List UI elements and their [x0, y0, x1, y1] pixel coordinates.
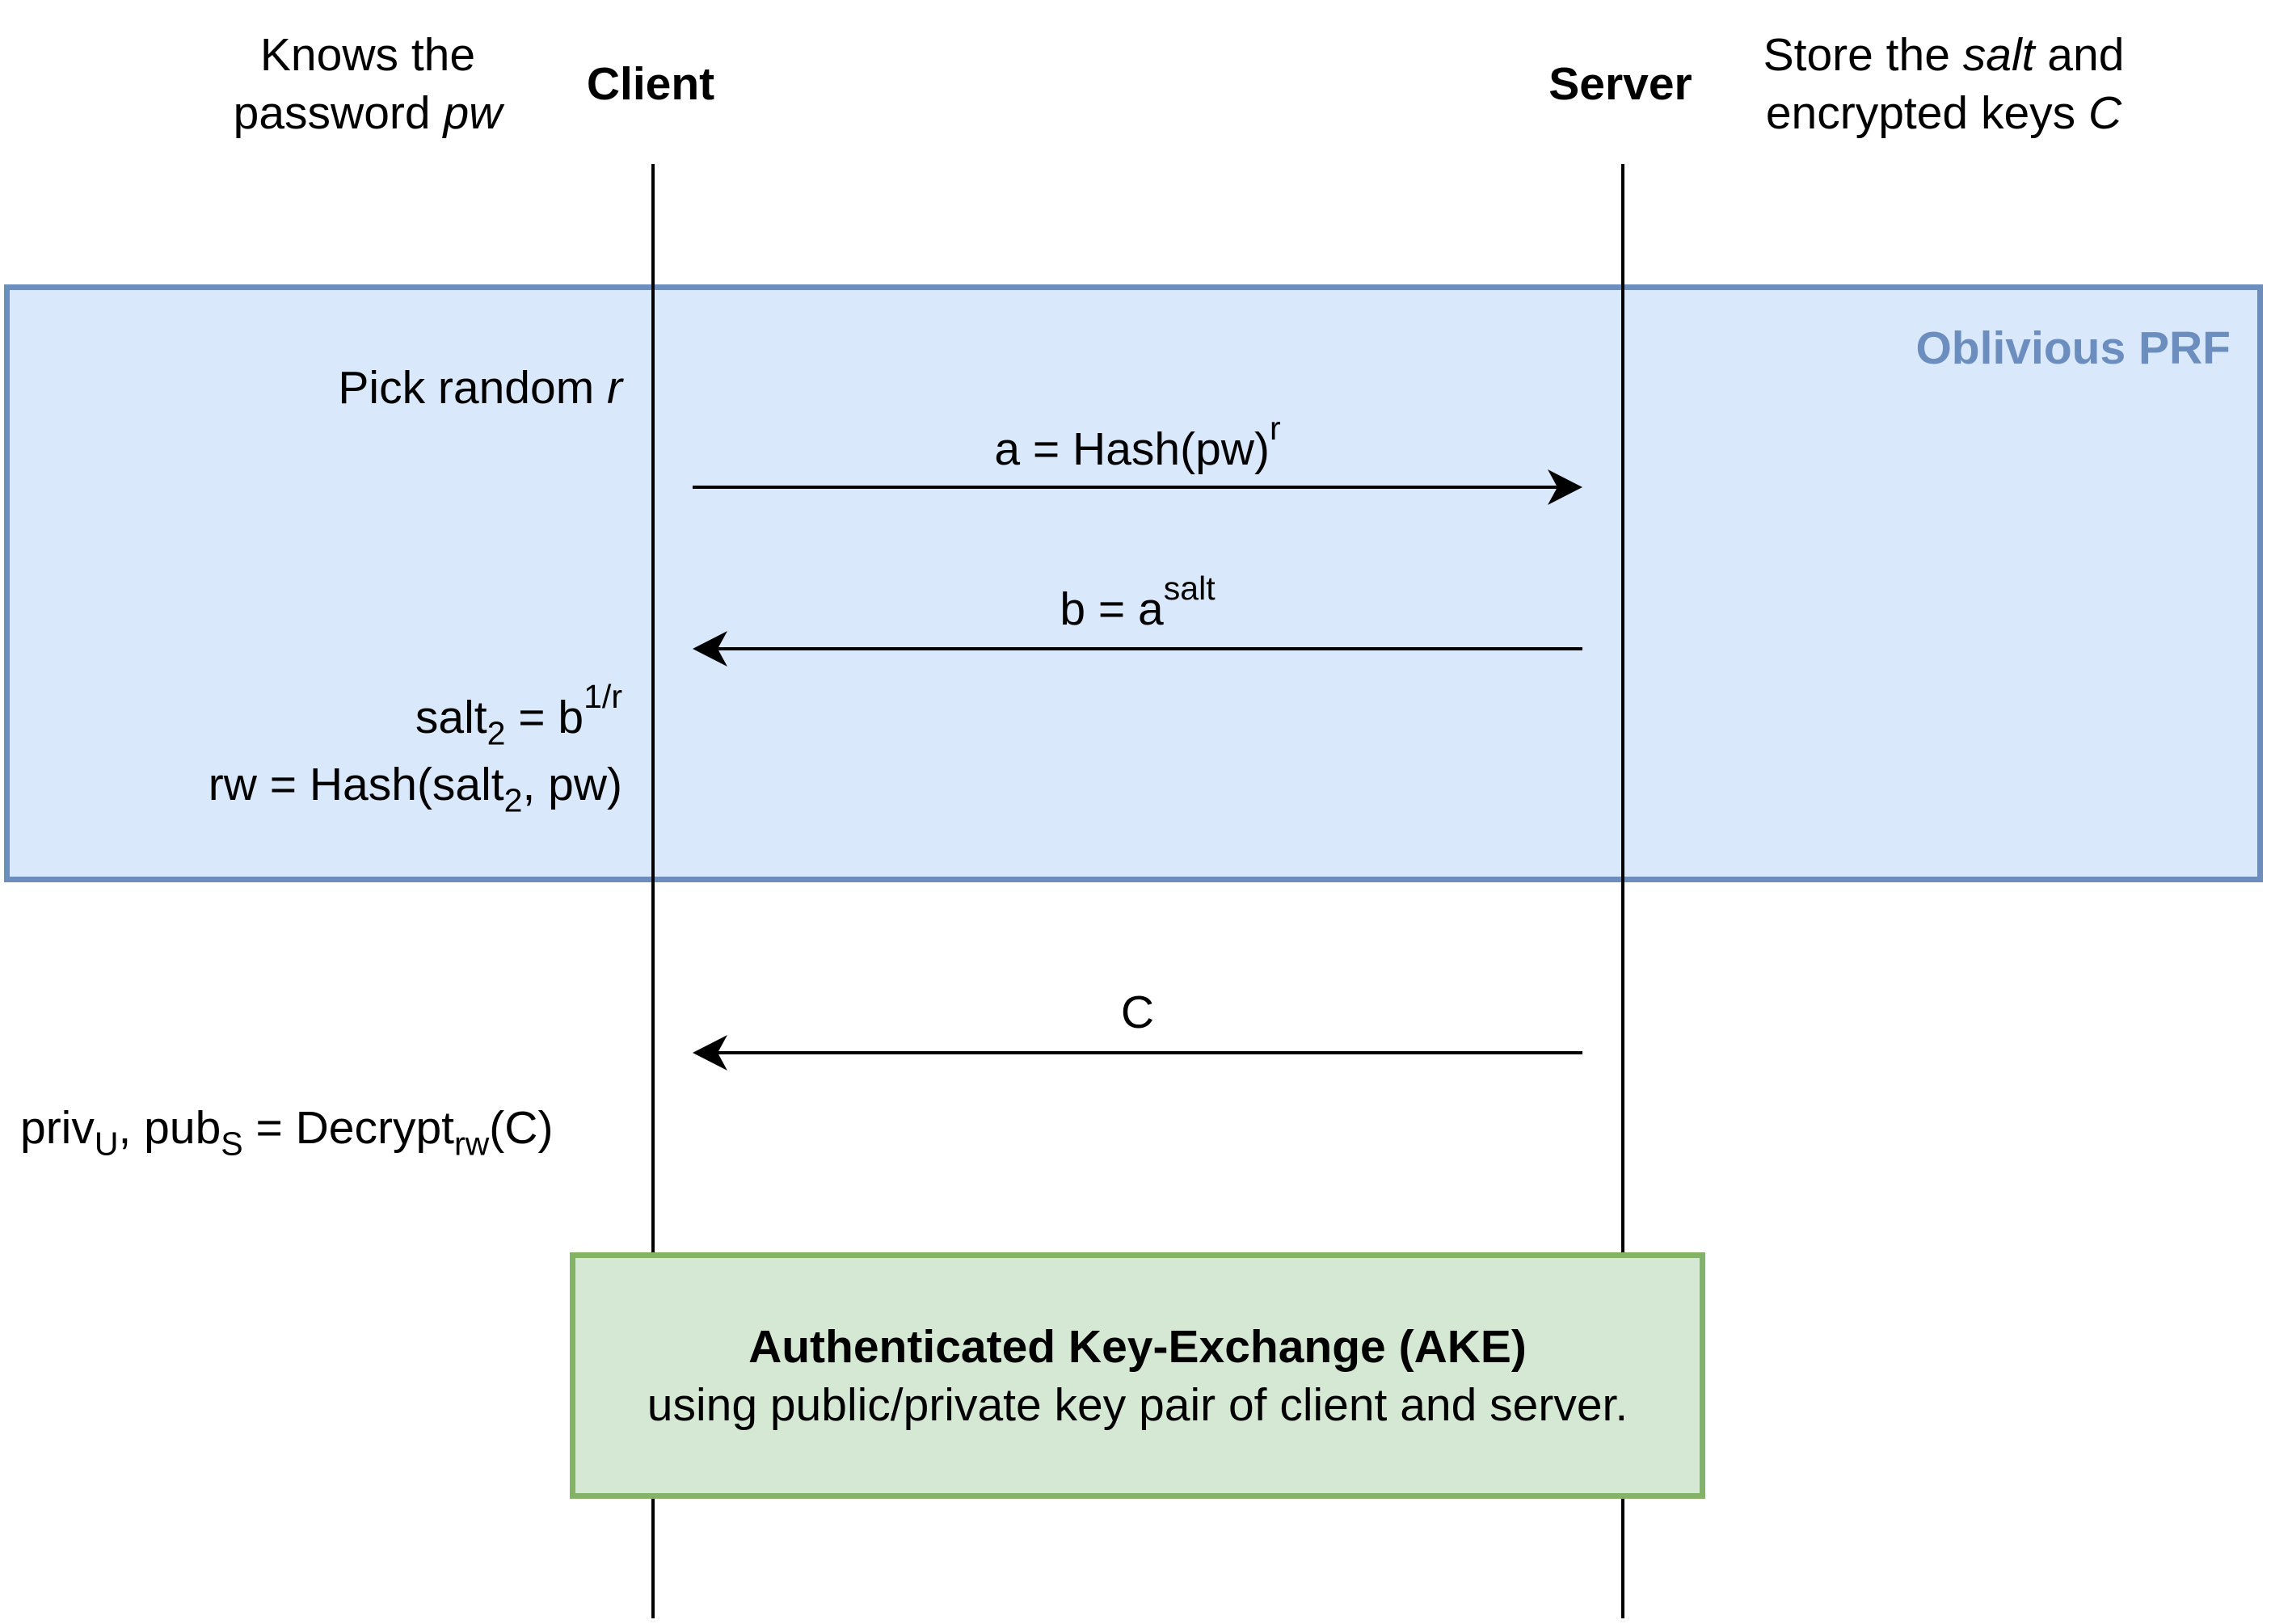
- pick-random-text: Pick random r: [338, 362, 622, 414]
- server-note-line1: Store the salt and: [1763, 29, 2125, 81]
- client-note-line2: password pw: [233, 87, 503, 139]
- client-note-line1: Knows the: [259, 29, 476, 81]
- message-a-label: a = Hash(pw)r: [994, 410, 1281, 475]
- server-note-line2: encrypted keys C: [1765, 87, 2122, 139]
- ake-box: Authenticated Key-Exchange (AKE) using p…: [570, 1252, 1705, 1499]
- arrow-server-to-client-c: [691, 1029, 1584, 1077]
- server-header: Server: [1548, 58, 1692, 110]
- arrow-client-to-server-a: [691, 463, 1584, 511]
- salt2-formula: salt2 = b1/r: [415, 678, 622, 752]
- message-c-label: C: [1120, 987, 1155, 1038]
- ake-subtitle: using public/private key pair of client …: [647, 1378, 1628, 1431]
- client-header: Client: [586, 58, 715, 110]
- ake-title: Authenticated Key-Exchange (AKE): [748, 1320, 1527, 1373]
- oblivious-prf-region: [4, 284, 2263, 882]
- arrow-server-to-client-b: [691, 625, 1584, 673]
- oblivious-prf-label: Oblivious PRF: [1915, 322, 2231, 374]
- client-note: Knows the password pw: [190, 26, 546, 142]
- rw-formula: rw = Hash(salt2, pw): [208, 759, 622, 819]
- server-lifeline: [1621, 164, 1624, 1618]
- client-lifeline: [651, 164, 655, 1618]
- decrypt-formula: privU, pubS = Decryptrw(C): [20, 1102, 554, 1163]
- server-note: Store the salt and encrypted keys C: [1705, 26, 2182, 142]
- message-b-label: b = asalt: [1060, 570, 1216, 635]
